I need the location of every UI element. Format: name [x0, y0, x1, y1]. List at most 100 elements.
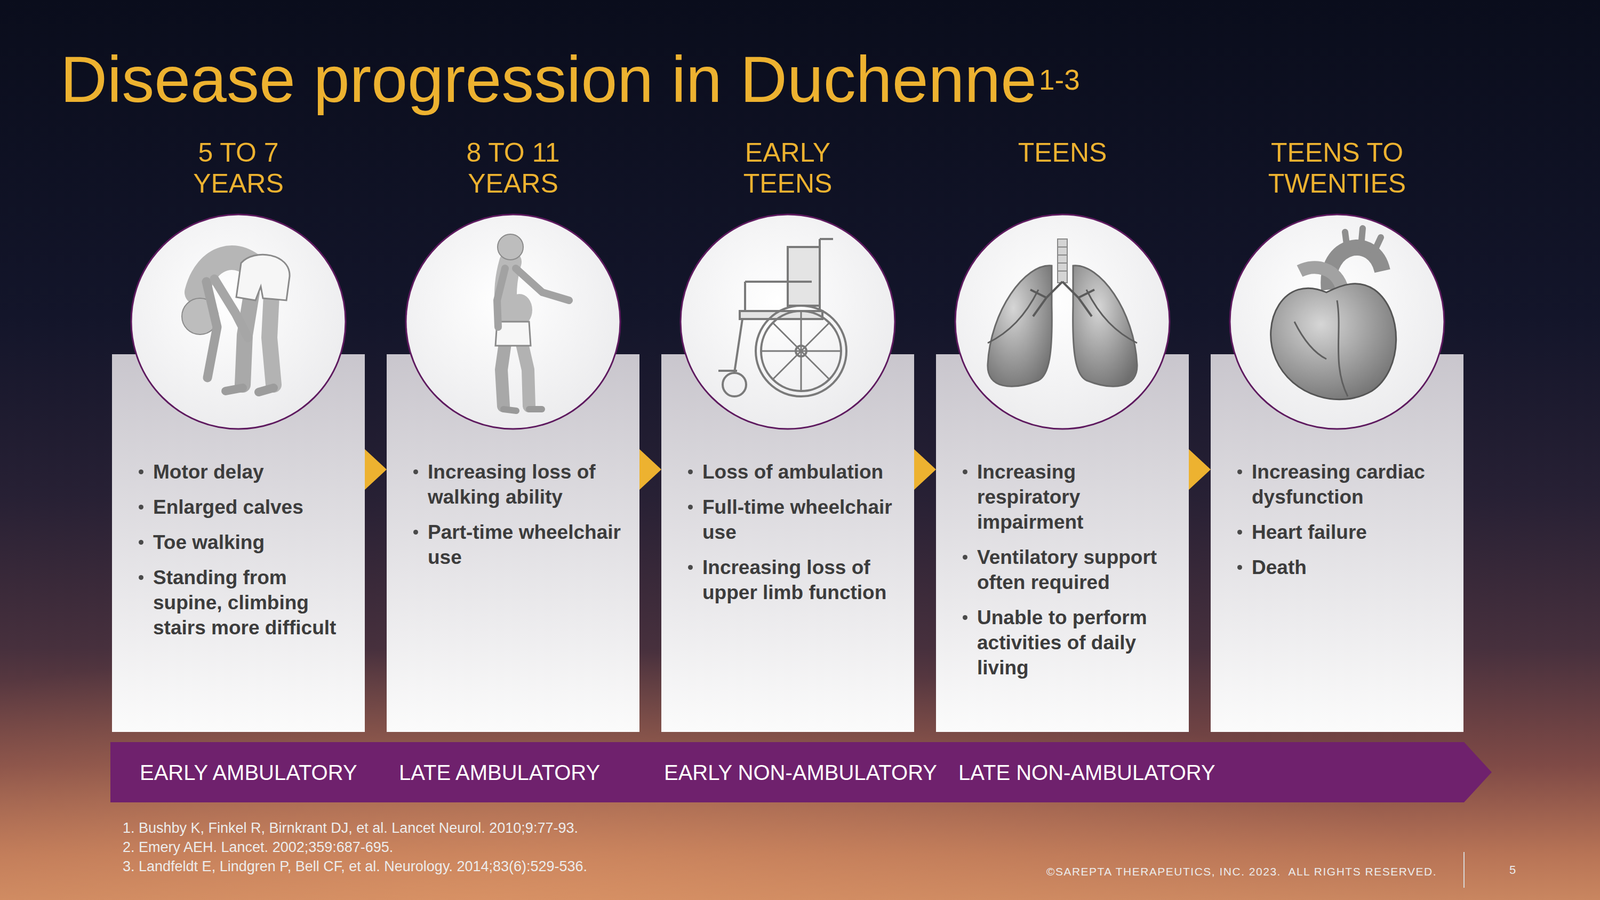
symptom-text: Loss of ambulation: [702, 459, 904, 485]
phase-label: LATE AMBULATORY: [398, 761, 600, 783]
wheel-spokes: [761, 310, 842, 391]
symptom-text: Toe walking: [153, 529, 355, 555]
arm: [497, 268, 506, 327]
symptom-text: Increasing cardiac dysfunction: [1251, 459, 1453, 510]
bullet-dot: [1237, 564, 1243, 570]
symptom-text: Motor delay: [153, 459, 355, 485]
slide-title: Disease progression in Duchenne: [60, 46, 1037, 112]
bullet-dot: [688, 564, 693, 570]
bullet-item: Heart failure: [1210, 519, 1464, 545]
age-heading: EARLY TEENS: [707, 137, 868, 199]
right-lung: [1073, 265, 1138, 387]
phase-label: LATE NON-AMBULATORY: [958, 761, 1216, 783]
phase-label: EARLY NON-AMBULATORY: [664, 761, 938, 783]
bullet-item: Unable to perform activities of daily li…: [936, 604, 1189, 680]
caster-wheel: [722, 372, 747, 397]
footnote-text: 5: [1509, 862, 1516, 877]
symptom-text: Death: [1251, 554, 1453, 580]
bullet-dot: [962, 469, 968, 475]
progression-arrow: [639, 449, 662, 490]
symptom-text: Unable to perform activities of daily li…: [977, 604, 1179, 680]
bullet-dot: [413, 529, 419, 535]
bullet-list: Loss of ambulationFull-time wheelchair u…: [661, 459, 915, 605]
label-slot: 5: [1509, 862, 1516, 877]
footnote-text: 3. Landfeldt E, Lindgren P, Bell CF, et …: [122, 857, 588, 875]
panel-background: [386, 354, 640, 732]
icon-circle: [131, 214, 346, 429]
foot: [258, 387, 274, 392]
bullet-dot: [413, 469, 419, 475]
label-slot: 1. Bushby K, Finkel R, Birnkrant DJ, et …: [122, 819, 579, 837]
left-lung: [987, 265, 1052, 387]
bullet-item: Toe walking: [112, 529, 365, 555]
icon-circle: [680, 214, 895, 429]
label-slot: 2. Emery AEH. Lancet. 2002;359:687-695.: [122, 838, 394, 856]
icon-circle: [1229, 214, 1445, 429]
heart-body: [1270, 283, 1397, 400]
symptom-text: Full-time wheelchair use: [702, 494, 904, 545]
stage-panel: TEENS TO TWENTIESIncreasing cardiac dysf…: [1210, 137, 1464, 732]
foot: [503, 409, 517, 411]
bullet-dot: [138, 539, 144, 545]
label-slot: 1-3: [1038, 65, 1080, 94]
footnote-text: 1. Bushby K, Finkel R, Birnkrant DJ, et …: [122, 819, 579, 837]
label-slot: ©SAREPTA THERAPEUTICS, INC. 2023. ALL RI…: [1046, 864, 1437, 878]
symptom-text: Increasing respiratory impairment: [977, 459, 1179, 535]
stage-panel: TEENS Increasing respiratory impairmentVe…: [936, 137, 1189, 732]
icon-circle: [405, 214, 621, 429]
bullet-item: Loss of ambulation: [661, 459, 915, 485]
symptom-text: Enlarged calves: [153, 494, 355, 520]
arm: [214, 278, 248, 338]
bullet-list: Motor delayEnlarged calvesToe walkingSta…: [112, 459, 365, 640]
progression-arrow: [1188, 449, 1211, 490]
lung-fissure: [987, 289, 1138, 343]
footnote-text: 2. Emery AEH. Lancet. 2002;359:687-695.: [122, 838, 394, 856]
coronary-vessels: [1294, 300, 1348, 397]
leg: [269, 294, 274, 385]
bullet-item: Motor delay: [112, 459, 365, 485]
bullet-item: Enlarged calves: [112, 494, 365, 520]
bullet-list: Increasing loss of walking abilityPart-t…: [386, 459, 640, 570]
bullet-dot: [688, 469, 693, 475]
backrest: [787, 246, 820, 306]
bullet-item: Death: [1210, 554, 1464, 580]
lungs-icon: [987, 238, 1138, 387]
bullet-item: Ventilatory support often required: [936, 544, 1189, 595]
bullet-item: Full-time wheelchair use: [661, 494, 915, 545]
stage-panel: 5 TO 7 YEARSMotor delayEnlarged calvesTo…: [112, 137, 365, 732]
arm: [206, 281, 218, 378]
foot: [529, 405, 542, 413]
symptom-text: Part-time wheelchair use: [427, 519, 629, 570]
trachea-rings: [1057, 246, 1068, 271]
reference-superscript: 1-3: [1038, 65, 1080, 94]
bullet-dot: [688, 504, 693, 510]
footnote-text: ©SAREPTA THERAPEUTICS, INC. 2023. ALL RI…: [1046, 864, 1437, 878]
bullet-list: Increasing cardiac dysfunctionHeart fail…: [1210, 459, 1464, 580]
shorts: [236, 254, 290, 301]
bullet-list: Increasing respiratory impairmentVentila…: [936, 459, 1189, 680]
bullet-item: Part-time wheelchair use: [386, 519, 640, 570]
wheel-rim: [755, 305, 847, 397]
bullet-dot: [138, 469, 144, 475]
bronchi: [1030, 281, 1095, 317]
pulmonary-trunk: [1299, 267, 1343, 290]
bullet-dot: [962, 554, 968, 560]
age-heading: TEENS: [982, 137, 1143, 199]
phase-band: EARLY AMBULATORYLATE AMBULATORYEARLY NON…: [110, 741, 1492, 803]
title-row: Disease progression in Duchenne1-3: [60, 46, 1080, 112]
head: [497, 234, 524, 260]
bullet-item: Increasing respiratory impairment: [936, 459, 1189, 535]
heart-icon: [1270, 228, 1397, 400]
icon-circle: [955, 214, 1170, 429]
label-slot: 3. Landfeldt E, Lindgren P, Bell CF, et …: [122, 857, 588, 875]
foot: [225, 387, 243, 391]
back-frame: [819, 238, 834, 317]
bullet-dot: [962, 614, 968, 620]
symptom-text: Ventilatory support often required: [977, 544, 1179, 595]
arm: [515, 268, 570, 301]
gowers-child-icon: [181, 254, 290, 392]
bullet-item: Increasing cardiac dysfunction: [1210, 459, 1464, 510]
stage-panel: 8 TO 11 YEARSIncreasing loss of walking …: [386, 137, 640, 732]
divider-line: [1463, 851, 1465, 888]
